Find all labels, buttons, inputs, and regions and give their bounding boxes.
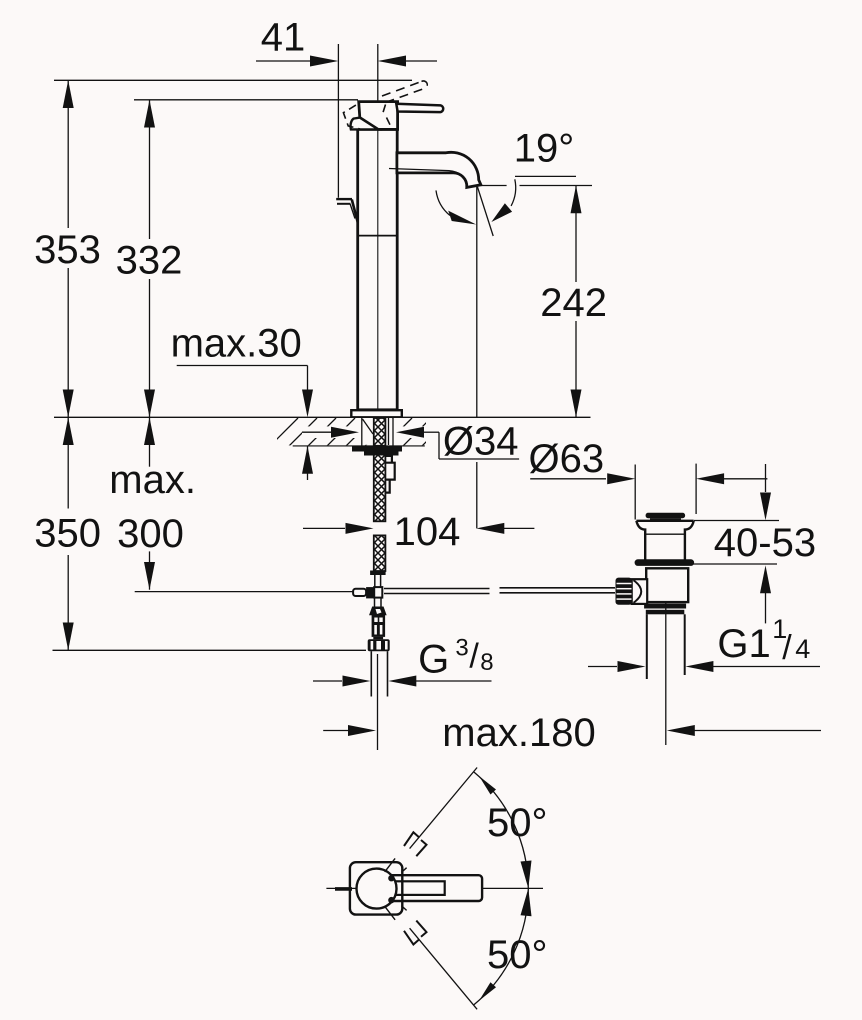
svg-text:/: / [469,637,479,675]
svg-text:G1: G1 [717,622,770,666]
svg-text:3: 3 [455,634,468,661]
svg-text:19°: 19° [514,126,575,170]
svg-text:Ø34: Ø34 [443,420,519,464]
svg-text:max.30: max.30 [171,322,302,366]
svg-text:41: 41 [261,16,306,60]
svg-text:40-53: 40-53 [714,521,816,565]
svg-text:50°: 50° [487,933,548,977]
svg-text:8: 8 [480,649,493,676]
svg-text:350: 350 [34,512,101,556]
svg-text:/: / [782,629,792,667]
svg-text:max.: max. [109,458,196,502]
svg-text:max.180: max.180 [442,711,595,755]
svg-text:4: 4 [795,634,810,664]
svg-text:104: 104 [394,510,461,554]
svg-text:1: 1 [772,614,787,644]
svg-text:Ø63: Ø63 [529,437,605,481]
svg-text:50°: 50° [487,801,548,845]
svg-text:242: 242 [540,281,607,325]
svg-text:300: 300 [117,512,184,556]
svg-text:G: G [418,638,449,682]
svg-text:332: 332 [116,239,183,283]
svg-text:353: 353 [34,228,101,272]
